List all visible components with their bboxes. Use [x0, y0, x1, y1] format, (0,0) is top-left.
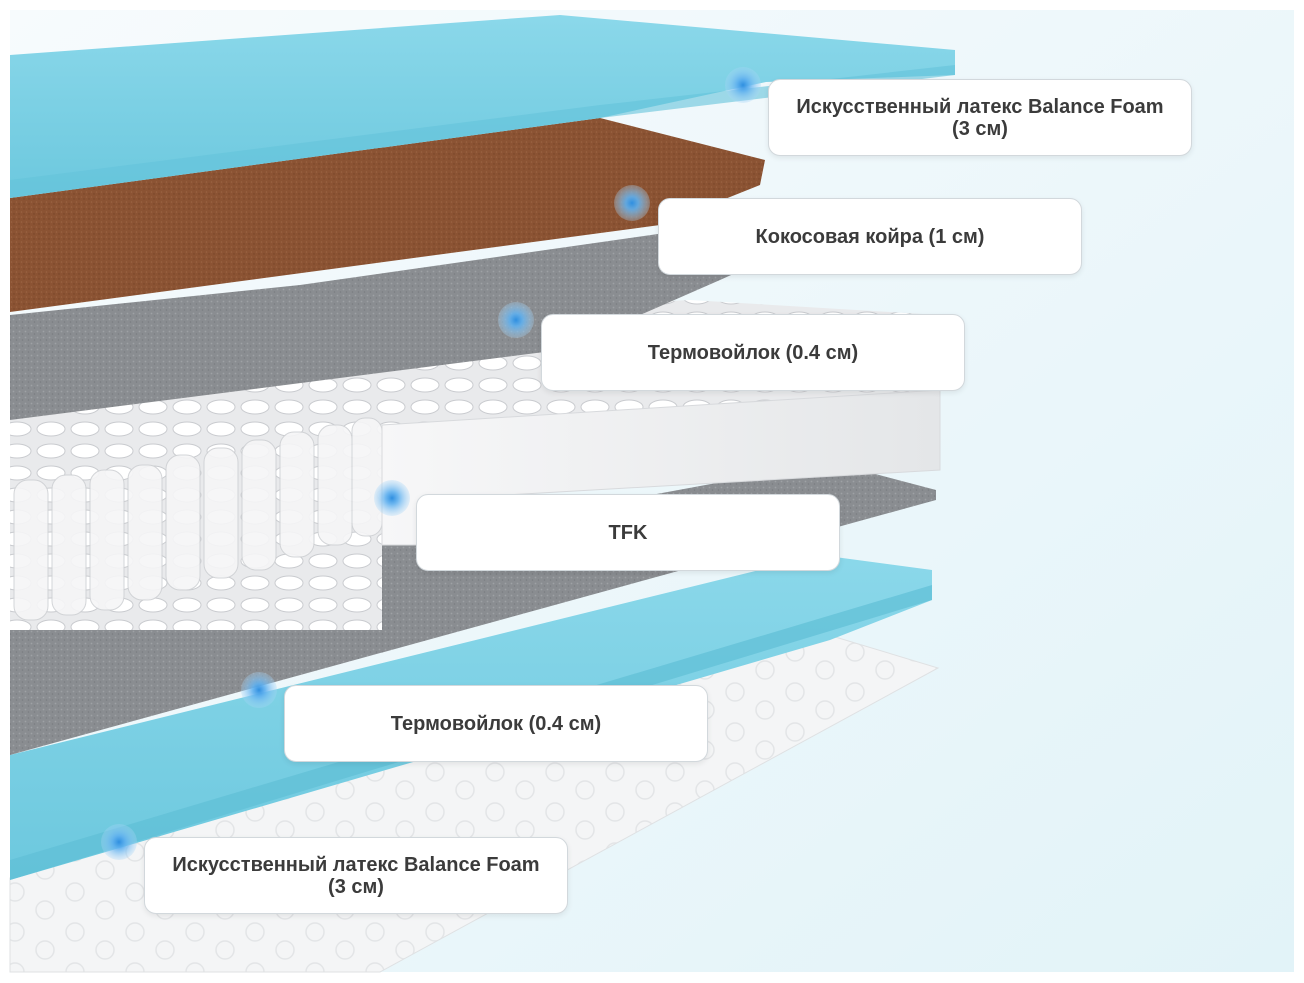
label-tfk-text: TFK [608, 521, 648, 544]
label-top-latex: Искусственный латекс Balance Foam (3 см) [768, 79, 1192, 156]
tfk-foam-block [381, 389, 941, 546]
label-bottom-latex: Искусственный латекс Balance Foam (3 см) [144, 837, 568, 914]
label-top-latex-text: Искусственный латекс Balance Foam (3 см) [796, 95, 1164, 140]
marker-tfk [374, 480, 410, 516]
label-felt-top-text: Термовойлок (0.4 см) [647, 341, 859, 364]
coir-layer [10, 118, 765, 312]
label-felt-bottom: Термовойлок (0.4 см) [284, 685, 708, 762]
marker-felt-top [498, 302, 534, 338]
marker-top-latex [725, 67, 761, 103]
marker-bottom-latex [101, 824, 137, 860]
marker-coir [614, 185, 650, 221]
label-tfk: TFK [416, 494, 840, 571]
marker-felt-bottom [241, 672, 277, 708]
label-bottom-latex-text: Искусственный латекс Balance Foam (3 см) [172, 853, 540, 898]
label-felt-bottom-text: Термовойлок (0.4 см) [390, 712, 602, 735]
spring-columns [13, 417, 383, 621]
label-coir: Кокосовая койра (1 см) [658, 198, 1082, 275]
label-felt-top: Термовойлок (0.4 см) [541, 314, 965, 391]
top-felt-layer [10, 228, 760, 420]
label-coir-text: Кокосовая койра (1 см) [755, 225, 985, 248]
top-latex-edge [10, 65, 955, 198]
